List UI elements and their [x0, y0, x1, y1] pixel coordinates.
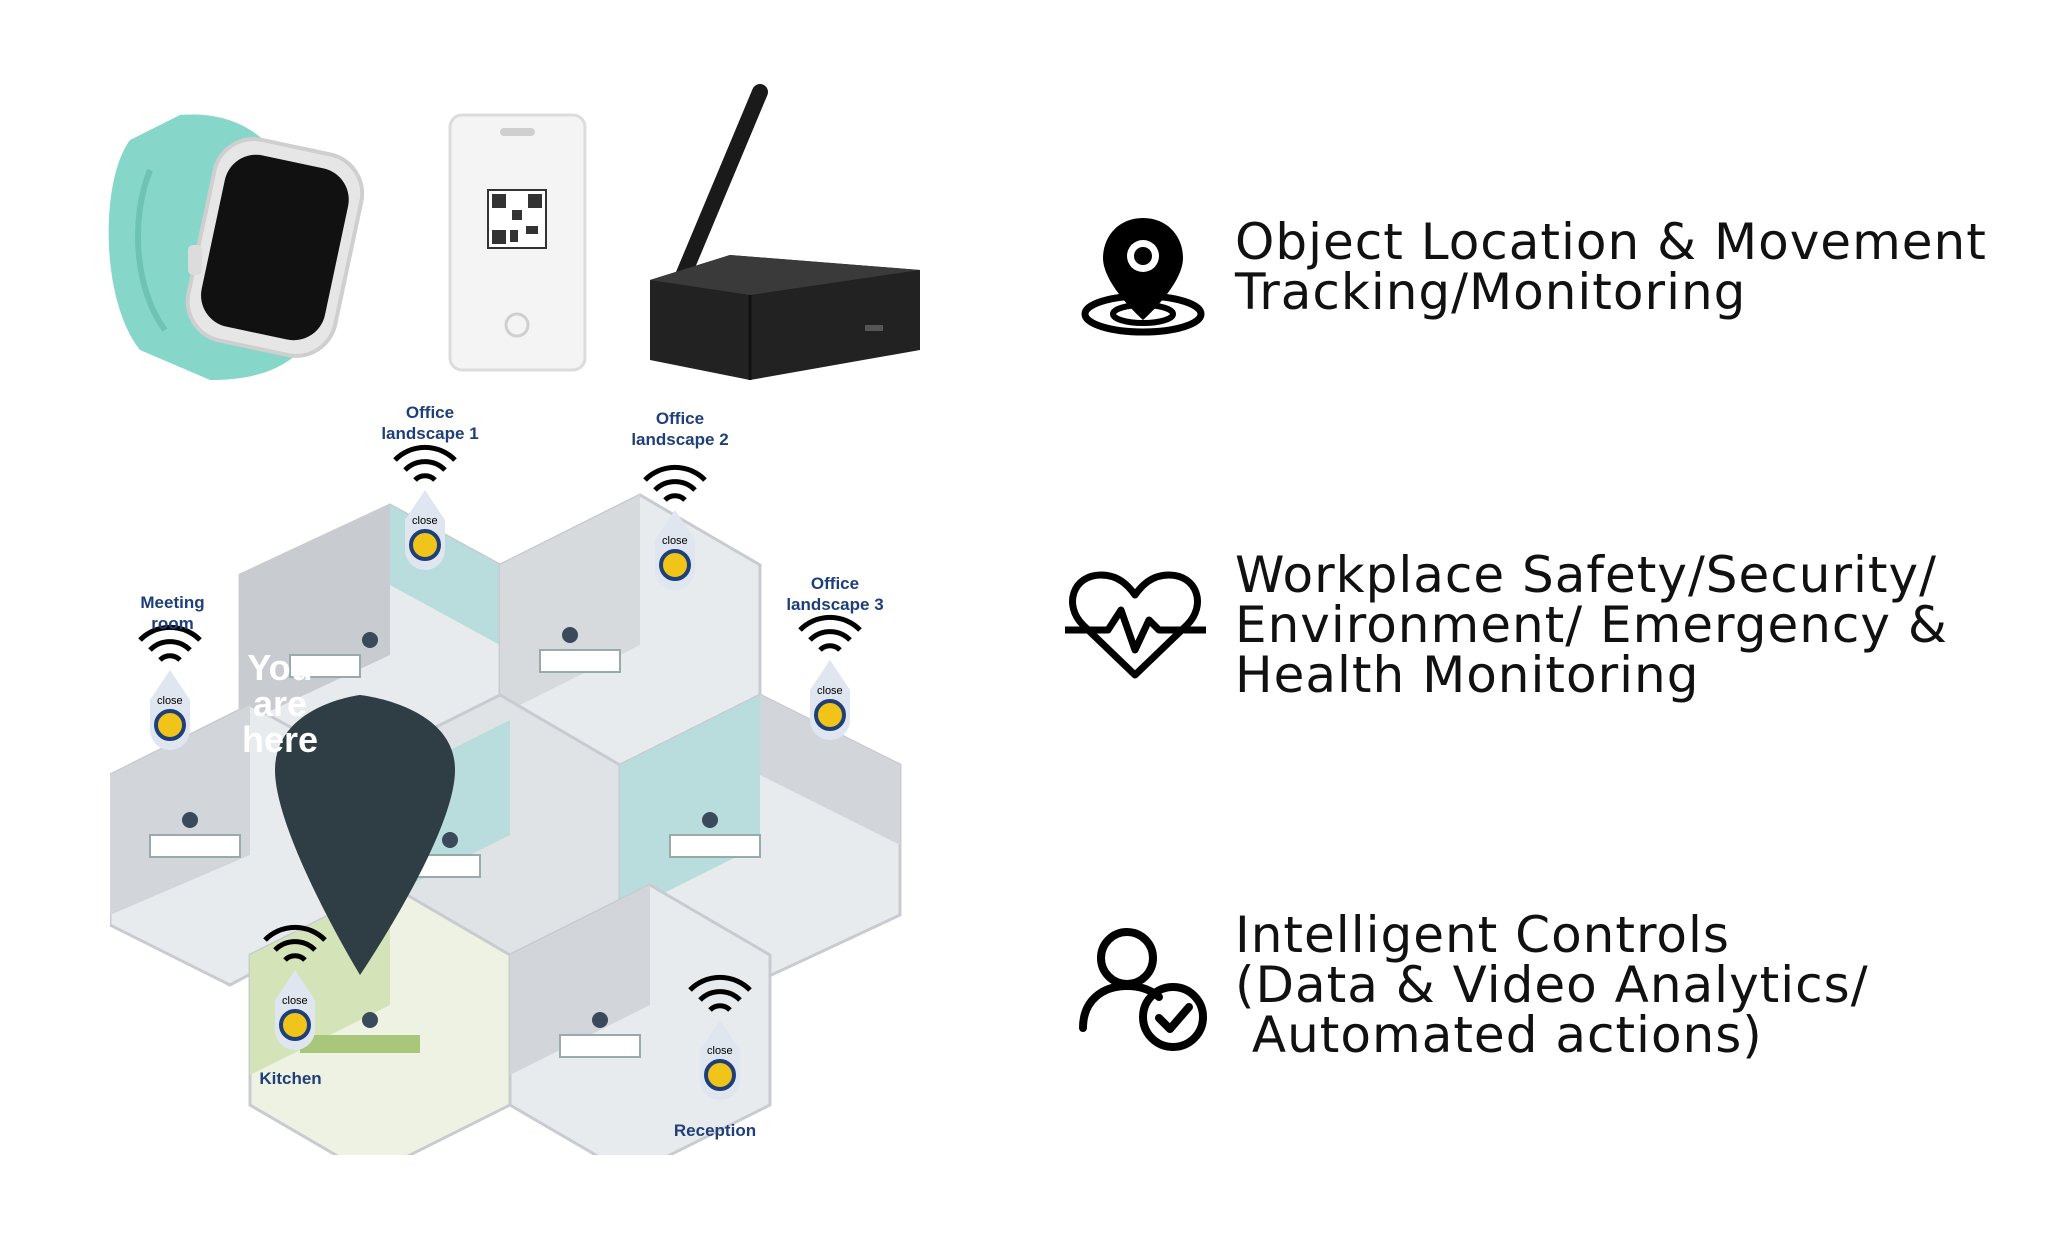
- location-pin-icon: [1081, 218, 1205, 336]
- user-check-icon: [1079, 928, 1207, 1051]
- badge-tag-image: [448, 113, 587, 372]
- devices-illustration: [108, 84, 920, 381]
- zone-label-reception: Reception: [673, 1121, 757, 1140]
- gateway-router-image: [650, 84, 920, 380]
- beacon-reception: [688, 974, 752, 1100]
- beacon-label-office-3: close: [817, 685, 843, 697]
- beacon-label-meeting-room: close: [157, 695, 183, 707]
- floorplan-rooms: [110, 493, 902, 1155]
- beacon-label-office-1: close: [412, 515, 438, 527]
- beacon-label-office-2: close: [662, 535, 688, 547]
- zone-label-kitchen: Kitchen: [259, 1069, 322, 1088]
- beacon-office-1: [393, 444, 457, 570]
- feature-text-tracking: Object Location & Movement Tracking/Moni…: [1235, 213, 1987, 321]
- zone-label-meeting-room: Meeting room: [140, 593, 205, 633]
- you-are-here-text: You are here: [241, 647, 319, 760]
- office-floorplan: [110, 444, 902, 1155]
- zone-label-office-1: Office landscape 1: [381, 403, 479, 443]
- zone-label-office-2: Office landscape 2: [631, 409, 729, 449]
- beacon-office-2: [643, 464, 707, 590]
- you-are-here-pin: [275, 695, 455, 975]
- heartbeat-icon: [1065, 571, 1206, 679]
- feature-text-intelligent-controls: Intelligent Controls (Data & Video Analy…: [1235, 906, 1869, 1064]
- smartwatch-image: [108, 114, 365, 381]
- beacon-kitchen: [263, 924, 327, 1050]
- beacon-meeting-room: [138, 624, 202, 750]
- feature-text-safety: Workplace Safety/Security/ Environment/ …: [1235, 546, 1948, 704]
- beacon-label-kitchen: close: [282, 995, 308, 1007]
- beacon-office-3: [798, 614, 862, 740]
- beacon-label-reception: close: [707, 1045, 733, 1057]
- zone-label-office-3: Office landscape 3: [786, 574, 884, 614]
